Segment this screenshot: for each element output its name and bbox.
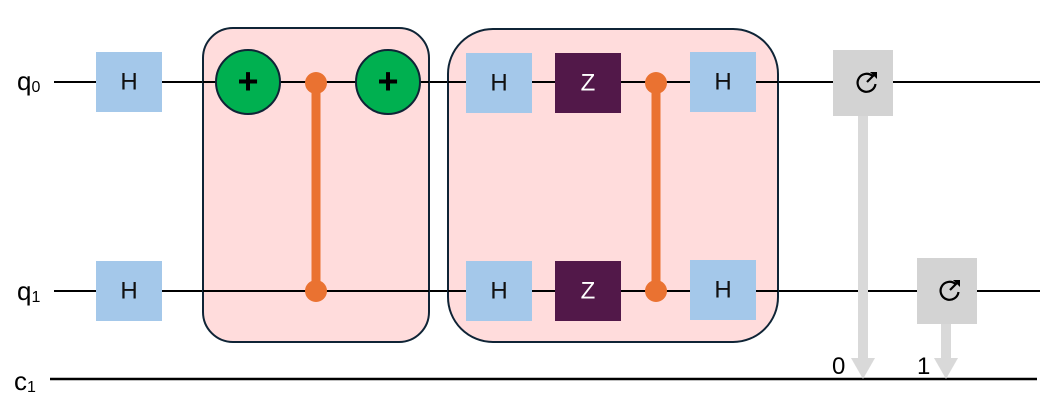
- z-gate-q0[interactable]: Z: [555, 53, 621, 113]
- cnot-target-1[interactable]: +: [215, 49, 281, 115]
- h-gate-q0-col3[interactable]: H: [690, 52, 756, 112]
- svg-text:+: +: [377, 61, 398, 102]
- h-gate-q0-col2[interactable]: H: [466, 53, 532, 113]
- measure-gate-q0[interactable]: [833, 50, 893, 116]
- cz-dot-q1[interactable]: [645, 280, 667, 302]
- svg-text:Z: Z: [581, 70, 596, 97]
- h-gate-q1-col1[interactable]: H: [96, 261, 162, 321]
- svg-text:H: H: [714, 277, 731, 304]
- h-gate-q0-col1[interactable]: H: [96, 52, 162, 112]
- svg-text:H: H: [490, 278, 507, 305]
- wire-label-q0: q0: [17, 66, 40, 96]
- svg-text:H: H: [714, 69, 731, 96]
- measure-icon: [939, 280, 960, 301]
- control-dot-q1[interactable]: [305, 280, 327, 302]
- bit-label-1: 1: [917, 353, 930, 380]
- h-gate-q1-col3[interactable]: H: [690, 260, 756, 320]
- wire-label-q1: q1: [17, 276, 40, 306]
- measure-arrow-q1: [934, 324, 958, 379]
- measure-icon: [856, 72, 877, 93]
- measure-arrow-q0: [851, 112, 875, 379]
- control-dot-q0[interactable]: [305, 72, 327, 94]
- cnot-target-2[interactable]: +: [355, 49, 421, 115]
- cz-dot-q0[interactable]: [645, 72, 667, 94]
- svg-text:+: +: [237, 61, 258, 102]
- bit-label-0: 0: [832, 353, 845, 380]
- measure-gate-q1[interactable]: [917, 258, 977, 324]
- svg-text:Z: Z: [581, 278, 596, 305]
- svg-text:H: H: [120, 278, 137, 305]
- z-gate-q1[interactable]: Z: [555, 261, 621, 321]
- wire-label-c1: c1: [14, 366, 36, 396]
- h-gate-q1-col2[interactable]: H: [466, 261, 532, 321]
- svg-text:H: H: [120, 69, 137, 96]
- svg-text:H: H: [490, 70, 507, 97]
